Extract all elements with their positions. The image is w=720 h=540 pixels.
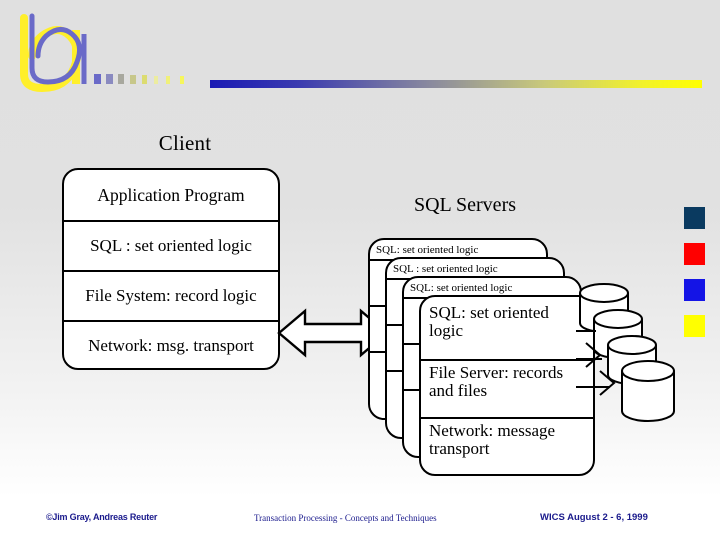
chip-yellow <box>684 315 705 337</box>
slide-footer: ©Jim Gray, Andreas Reuter Transaction Pr… <box>0 512 720 528</box>
client-stack-box: Application Program SQL : set oriented l… <box>62 168 280 370</box>
sql-servers-title: SQL Servers <box>413 194 517 216</box>
server-layer-fileserver: File Server: records and files <box>421 359 593 417</box>
b-monogram-logo <box>14 12 204 92</box>
color-chip-column <box>684 207 705 351</box>
footer-event: WICS August 2 - 6, 1999 <box>540 512 648 523</box>
client-layer-network: Network: msg. transport <box>64 320 278 368</box>
client-title: Client <box>158 131 212 155</box>
disk-cylinder-group <box>576 283 688 433</box>
server-layer-network: Network: message transport <box>421 417 593 474</box>
server-layer-sql: SQL: set oriented logic <box>429 303 549 341</box>
client-layer-sql: SQL : set oriented logic <box>64 220 278 270</box>
header-gradient-rule <box>210 80 702 88</box>
chip-blue <box>684 279 705 301</box>
footer-book-title: Transaction Processing - Concepts and Te… <box>254 513 437 523</box>
footer-copyright: ©Jim Gray, Andreas Reuter <box>46 512 158 522</box>
client-layer-application: Application Program <box>97 184 245 205</box>
chip-navy <box>684 207 705 229</box>
sql-server-stack: SQL: set oriented logic SQL : set orient… <box>368 238 595 476</box>
server-box-front: SQL: set oriented logic File Server: rec… <box>419 295 595 476</box>
client-layer-filesystem: File System: record logic <box>64 270 278 320</box>
chip-red <box>684 243 705 265</box>
